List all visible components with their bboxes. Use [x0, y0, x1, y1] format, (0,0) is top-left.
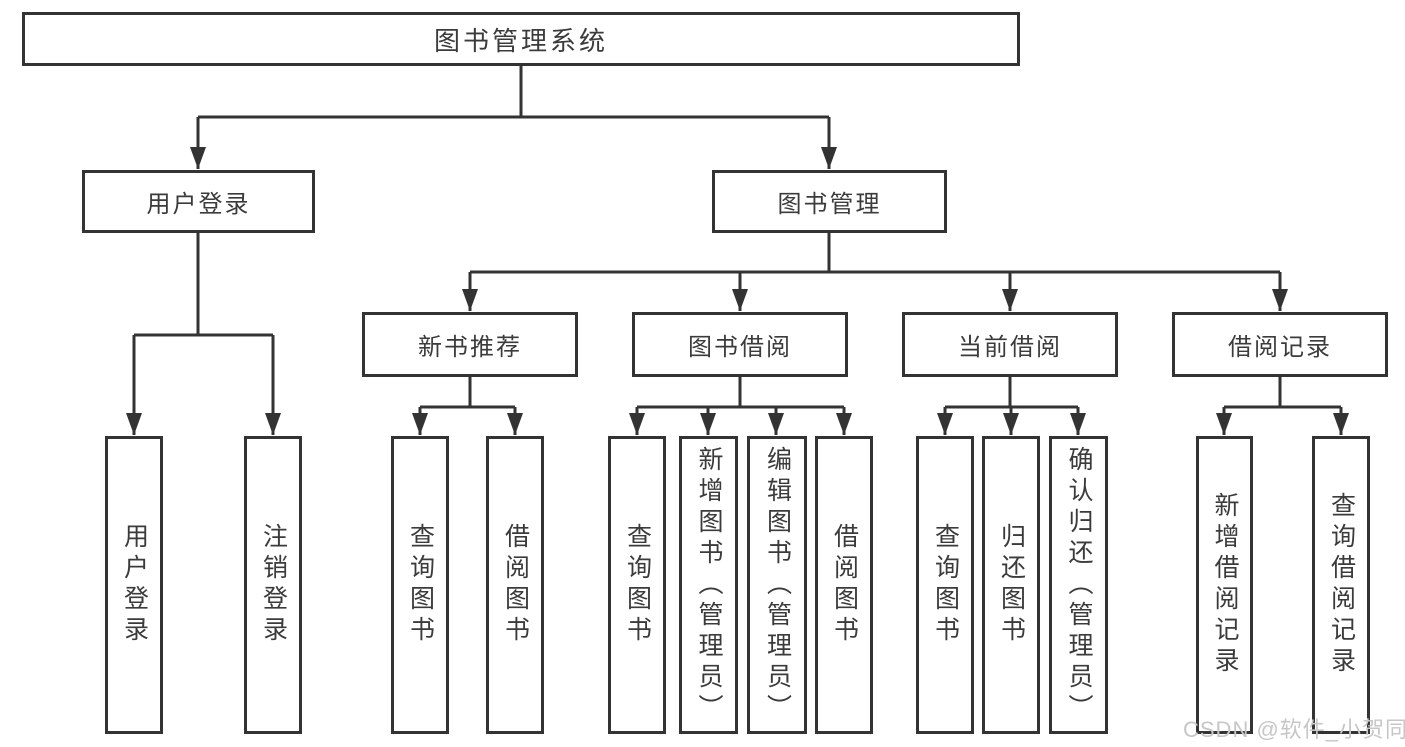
edge-new-book-children: [412, 377, 523, 435]
node-leaf-edit-books-admin: 编辑图书（管理员）: [747, 436, 807, 734]
node-leaf-return-books: 归还图书: [982, 436, 1040, 734]
node-leaf-confirm-return-admin: 确认归还（管理员）: [1049, 436, 1108, 734]
edge-current-borrow-children: [937, 377, 1086, 435]
node-leaf-user-login: 用户登录: [105, 436, 163, 734]
node-leaf-borrow-books-recommend: 借阅图书: [486, 436, 544, 734]
node-current-borrow: 当前借阅: [902, 312, 1118, 377]
node-leaf-add-books-admin: 新增图书（管理员）: [679, 436, 738, 734]
node-book-borrow: 图书借阅: [632, 312, 848, 377]
edge-user-login-children: [126, 233, 281, 435]
edge-book-borrow-children: [629, 377, 852, 435]
node-leaf-query-borrow-record: 查询借阅记录: [1312, 436, 1370, 734]
node-book-management-branch: 图书管理: [712, 170, 947, 233]
node-leaf-query-books-current: 查询图书: [916, 436, 974, 734]
edge-book-management-modules: [462, 233, 1288, 311]
edge-root-to-level2: [190, 66, 837, 169]
node-leaf-add-borrow-record: 新增借阅记录: [1196, 436, 1253, 734]
node-new-book-recommend: 新书推荐: [362, 312, 578, 377]
node-borrow-record: 借阅记录: [1172, 312, 1388, 377]
node-leaf-borrow-books: 借阅图书: [815, 436, 873, 734]
node-leaf-logout: 注销登录: [244, 436, 302, 734]
node-user-login-branch: 用户登录: [82, 170, 315, 233]
csdn-watermark: CSDN @软件_小贺同学: [1183, 717, 1405, 742]
node-leaf-query-books-borrow: 查询图书: [608, 436, 666, 734]
edge-borrow-record-children: [1216, 377, 1349, 435]
node-root-system: 图书管理系统: [22, 12, 1020, 66]
node-leaf-query-books-recommend: 查询图书: [391, 436, 449, 734]
